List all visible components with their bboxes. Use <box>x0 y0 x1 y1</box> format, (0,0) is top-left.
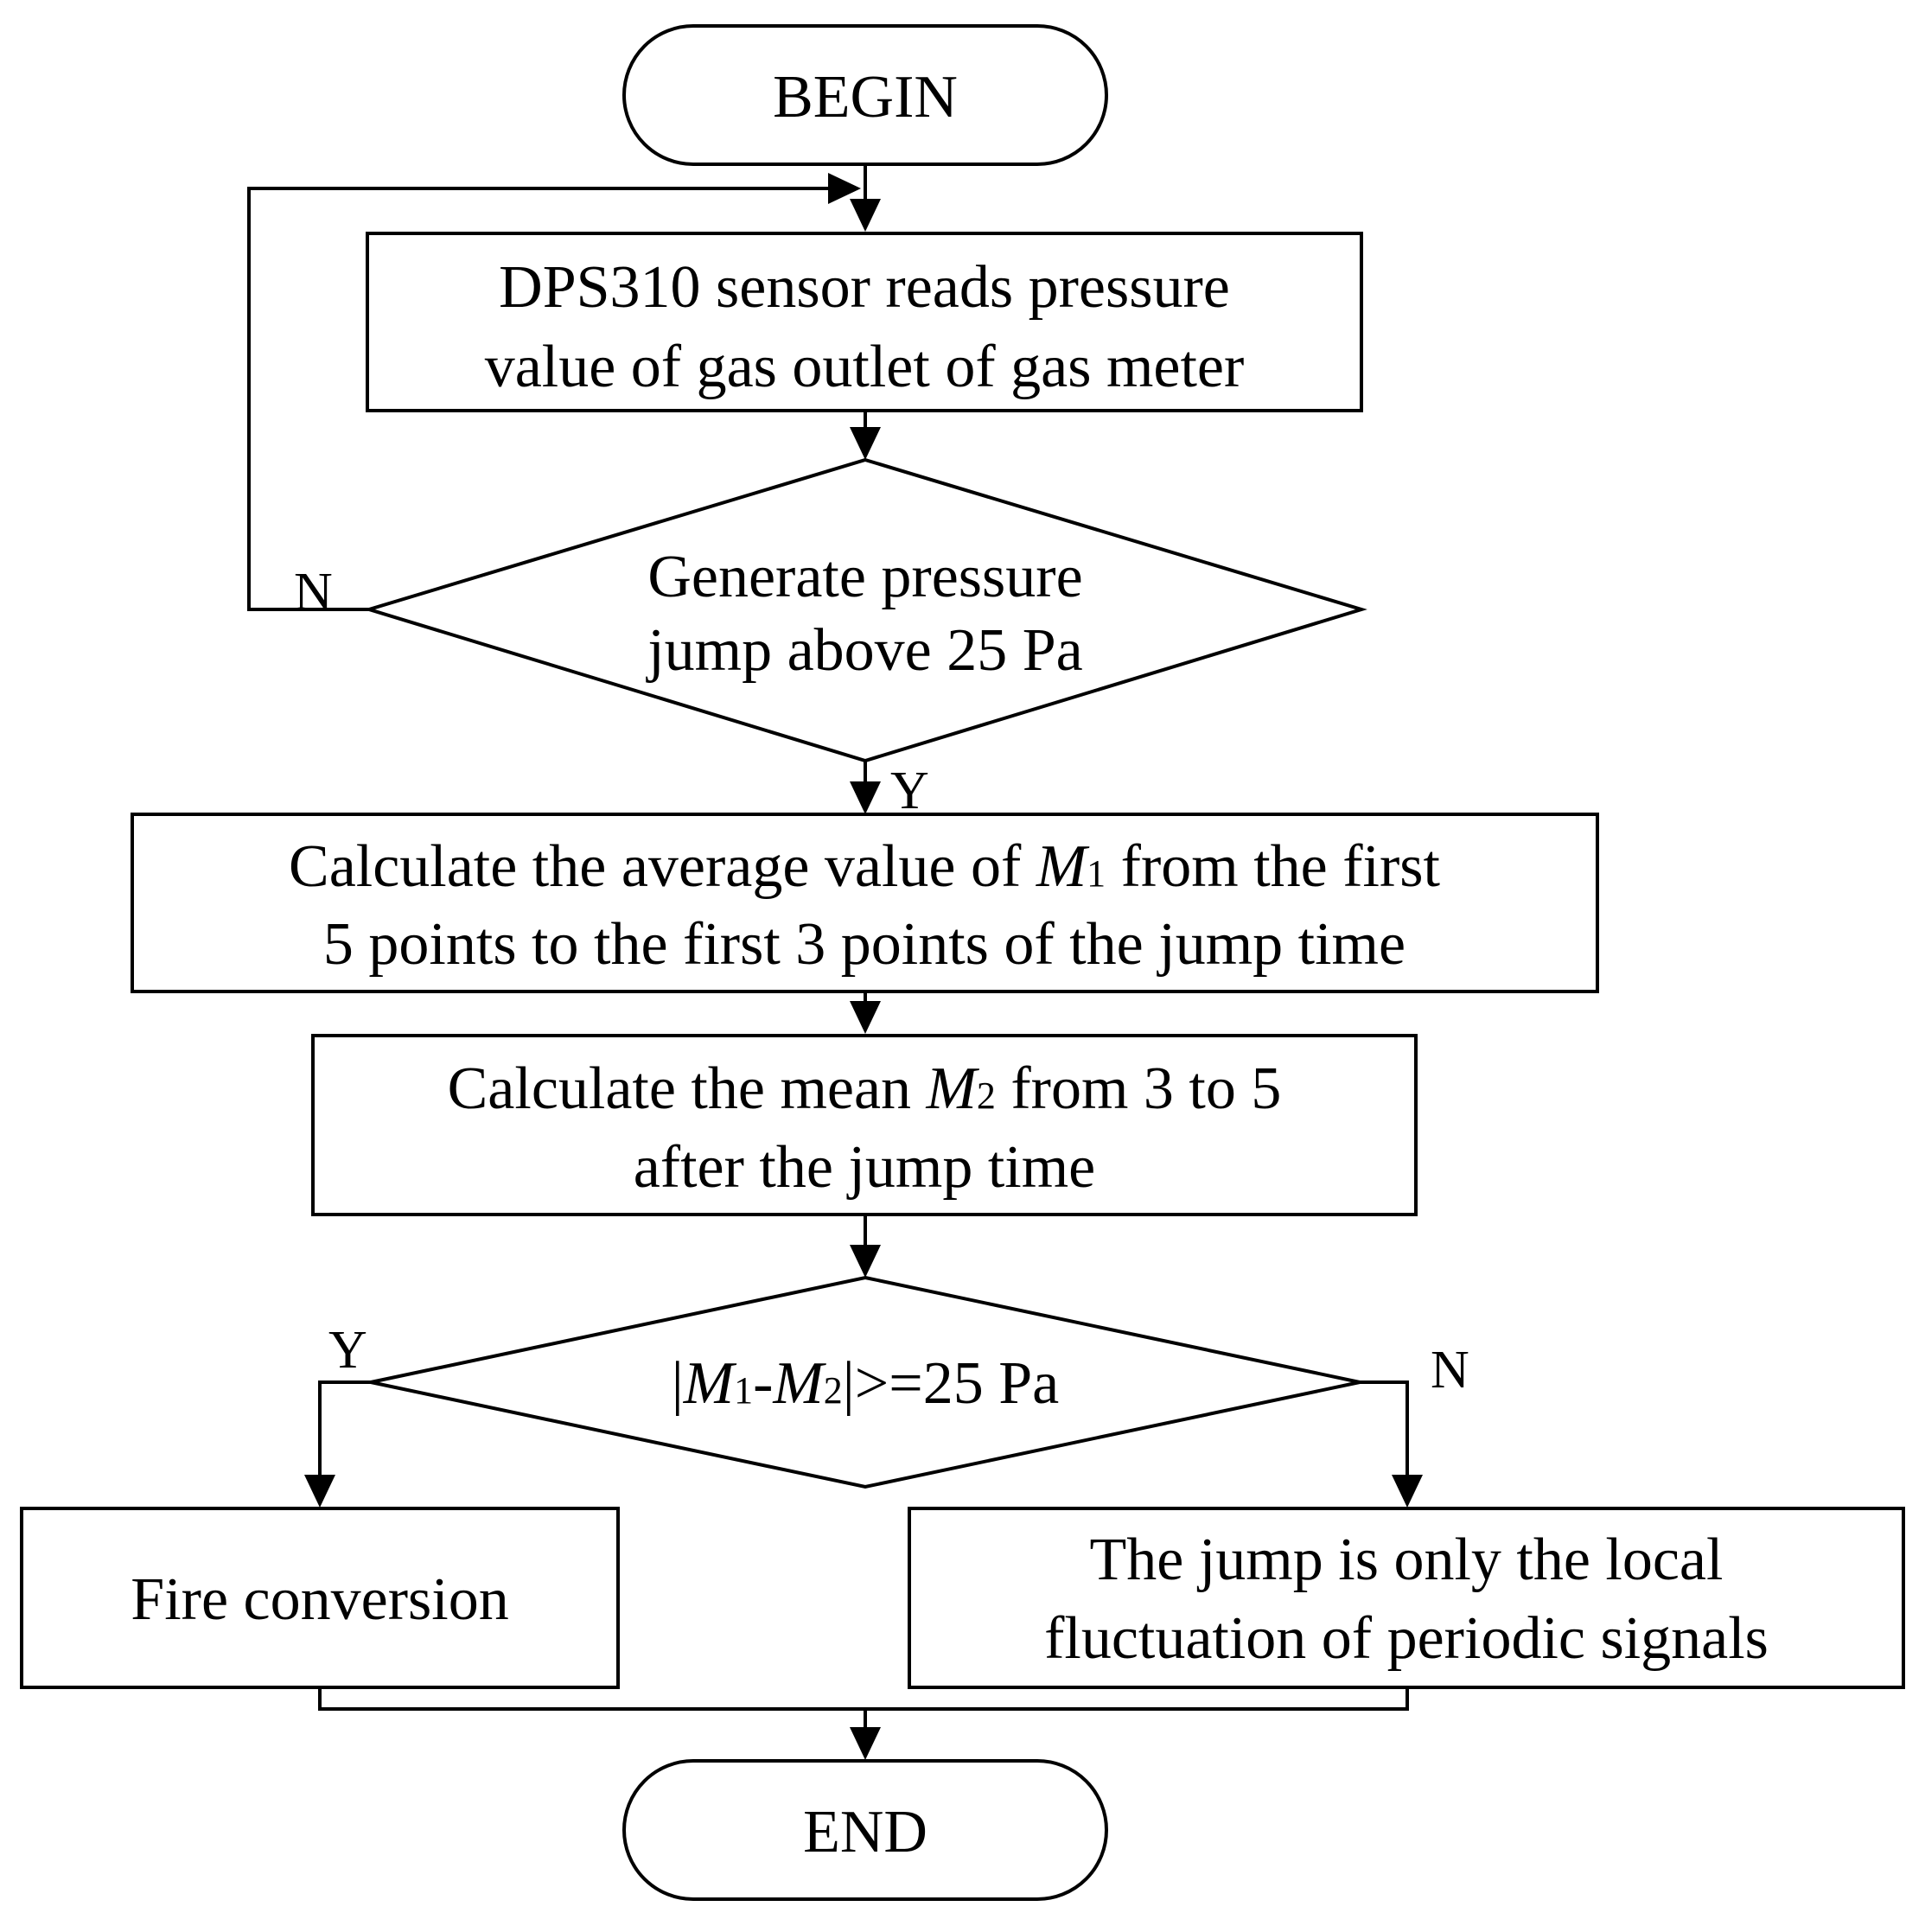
fire-conversion-label: Fire conversion <box>131 1566 508 1633</box>
compare-yes-label: Y <box>328 1321 367 1380</box>
jump-decision-line1: Generate pressure <box>647 544 1082 610</box>
jump-decision-line2: jump above 25 Pa <box>645 617 1083 684</box>
compare-decision <box>370 1275 1361 1489</box>
end-terminal <box>622 1759 1108 1901</box>
arrowhead-m2-to-compare <box>850 1245 881 1278</box>
arrowhead-m1-to-m2 <box>850 1001 881 1034</box>
arrowhead-compare-yes <box>304 1475 335 1508</box>
read-sensor-line1: DPS310 sensor reads pressure <box>499 254 1230 321</box>
local-fluctuation-line1: The jump is only the local <box>1090 1527 1724 1593</box>
local-fluctuation-box <box>908 1507 1905 1689</box>
fire-conversion-box <box>20 1507 620 1689</box>
local-fluctuation-line2: fluctuation of periodic signals <box>1044 1605 1769 1672</box>
jump-decision <box>363 457 1367 763</box>
edge-compare-yes <box>318 1380 371 1487</box>
arrowhead-begin-to-read <box>850 199 881 232</box>
arrowhead-read-to-jump <box>850 427 881 460</box>
calc-m1-line1: Calculate the average value of M1 from t… <box>289 833 1441 900</box>
calc-m1-box <box>131 813 1599 993</box>
read-sensor-box <box>366 232 1363 412</box>
arrowhead-jump-no-loop <box>828 173 861 204</box>
calc-m2-line2: after the jump time <box>634 1134 1096 1201</box>
edge-compare-no <box>1360 1380 1409 1487</box>
compare-no-label: N <box>1431 1341 1469 1400</box>
calc-m1-line2: 5 points to the first 3 points of the ju… <box>323 911 1406 978</box>
arrowhead-compare-no <box>1392 1475 1423 1508</box>
edge-jump-no-loop <box>247 187 830 611</box>
begin-label: BEGIN <box>773 64 958 131</box>
calc-m2-line1: Calculate the mean M2 from 3 to 5 <box>448 1055 1282 1122</box>
arrowhead-jump-yes <box>850 781 881 814</box>
compare-decision-label: |M1-M2|>=25 Pa <box>672 1350 1059 1417</box>
arrowhead-merge-to-end <box>850 1727 881 1760</box>
edge-merge <box>318 1687 1409 1711</box>
end-label: END <box>803 1799 927 1865</box>
read-sensor-line2: value of gas outlet of gas meter <box>485 334 1245 400</box>
jump-no-label: N <box>294 563 333 622</box>
jump-yes-label: Y <box>890 762 929 820</box>
